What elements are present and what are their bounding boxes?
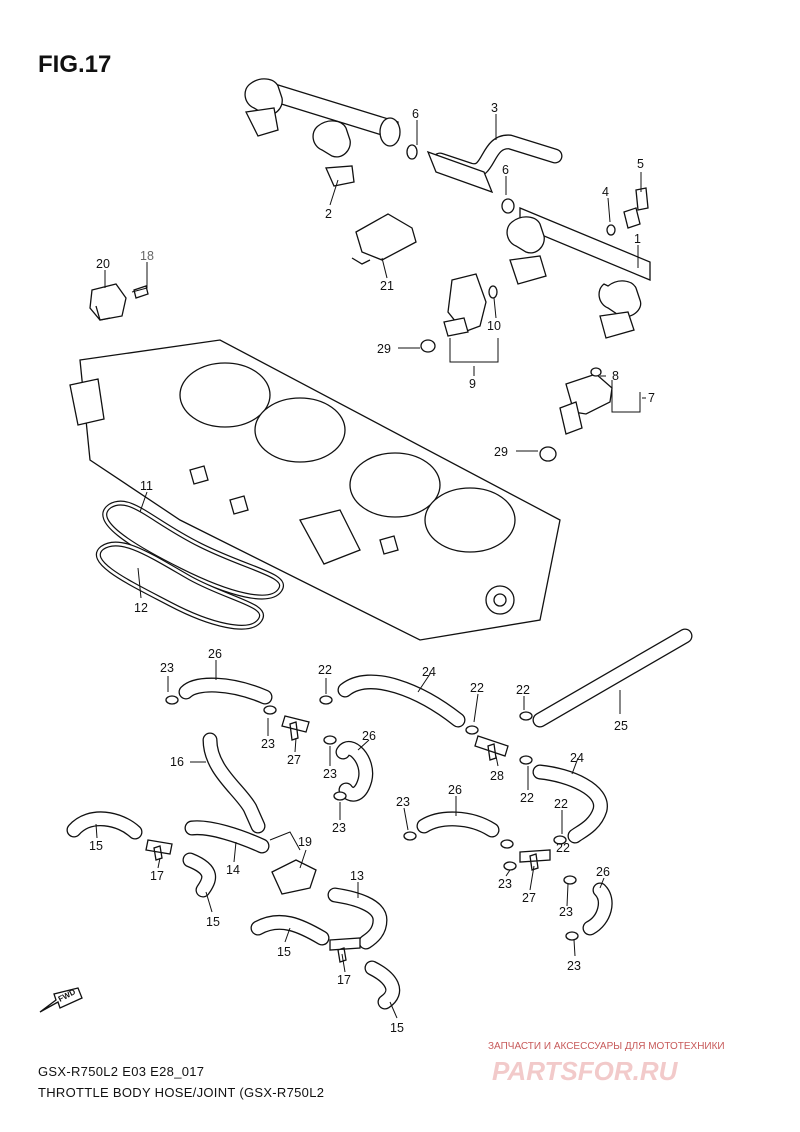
vacuum-valve-19	[271, 859, 317, 895]
fuel-injector-7	[539, 367, 613, 462]
callout-22: 22	[520, 791, 534, 805]
seal-loop-12	[95, 541, 264, 630]
callout-27: 27	[522, 891, 536, 905]
callout-23: 23	[567, 959, 581, 973]
callout-14: 14	[226, 863, 240, 877]
callout-28: 28	[490, 769, 504, 783]
callout-13: 13	[350, 869, 364, 883]
tee-joint-27-left	[281, 715, 310, 741]
callout-29: 29	[494, 445, 508, 459]
callout-26: 26	[208, 647, 222, 661]
callout-24: 24	[570, 751, 584, 765]
fuel-feed-hose	[426, 134, 563, 214]
callout-18: 18	[140, 249, 154, 263]
callout-22: 22	[556, 841, 570, 855]
watermark-logo: PARTSFOR.RU	[492, 1056, 679, 1086]
throttle-body-assembly	[69, 339, 561, 641]
callout-22: 22	[516, 683, 530, 697]
fuel-delivery-pipe-upper	[244, 78, 418, 187]
callout-7: 7	[648, 391, 655, 405]
callout-16: 16	[170, 755, 184, 769]
callout-15: 15	[277, 945, 291, 959]
callout-6: 6	[412, 107, 419, 121]
callout-8: 8	[612, 369, 619, 383]
callout-24: 24	[422, 665, 436, 679]
callout-15: 15	[89, 839, 103, 853]
callout-22: 22	[470, 681, 484, 695]
callout-25: 25	[614, 719, 628, 733]
callout-22: 22	[554, 797, 568, 811]
callout-5: 5	[637, 157, 644, 171]
callout-3: 3	[491, 101, 498, 115]
callout-23: 23	[559, 905, 573, 919]
callout-2: 2	[325, 207, 332, 221]
callout-17: 17	[337, 973, 351, 987]
callout-26: 26	[362, 729, 376, 743]
callout-23: 23	[498, 877, 512, 891]
callout-22: 22	[318, 663, 332, 677]
callout-4: 4	[602, 185, 609, 199]
callout-19: 19	[298, 835, 312, 849]
callout-12: 12	[134, 601, 148, 615]
callout-10: 10	[487, 319, 501, 333]
joint-17-lower	[329, 937, 361, 963]
callout-15: 15	[206, 915, 220, 929]
pressure-sensor	[89, 283, 149, 321]
joint-17-upper	[145, 839, 173, 861]
watermark-tagline: ЗАПЧАСТИ И АКСЕССУАРЫ ДЛЯ МОТОТЕХНИКИ	[488, 1041, 725, 1052]
callout-labels: 2 3 6 6 5 4 1 21 18 20 10 29 9 8 7 29 11…	[89, 101, 655, 1035]
callout-23: 23	[332, 821, 346, 835]
callout-11: 11	[140, 479, 153, 493]
callout-23: 23	[323, 767, 337, 781]
model-code: GSX-R750L2 E03 E28_017	[38, 1064, 204, 1079]
callout-23: 23	[160, 661, 174, 675]
watermark: ЗАПЧАСТИ И АКСЕССУАРЫ ДЛЯ МОТОТЕХНИКИ PA…	[488, 1041, 725, 1086]
callout-27: 27	[287, 753, 301, 767]
injector-clamp	[351, 213, 417, 265]
leader-lines	[95, 114, 646, 1019]
callout-20: 20	[96, 257, 110, 271]
callout-15: 15	[390, 1021, 404, 1035]
figure-caption: THROTTLE BODY HOSE/JOINT (GSX-R750L2	[38, 1085, 324, 1100]
figure-title: FIG.17	[38, 51, 111, 78]
callout-1: 1	[634, 232, 641, 246]
callout-9: 9	[469, 377, 476, 391]
callout-23: 23	[396, 795, 410, 809]
callout-26: 26	[596, 865, 610, 879]
callout-6: 6	[502, 163, 509, 177]
callout-26: 26	[448, 783, 462, 797]
callout-23: 23	[261, 737, 275, 751]
tee-joint-28	[474, 735, 509, 761]
callout-21: 21	[380, 279, 394, 293]
tee-joint-27-right	[519, 849, 551, 871]
seal-loop-11	[102, 500, 284, 600]
callout-17: 17	[150, 869, 164, 883]
forward-direction-arrow: FWD	[39, 987, 83, 1013]
hose-clamps	[165, 695, 579, 941]
fuel-delivery-pipe-lower	[506, 187, 651, 339]
callout-29: 29	[377, 342, 391, 356]
fuel-injector-9	[420, 273, 498, 353]
hose-set	[66, 628, 693, 1010]
